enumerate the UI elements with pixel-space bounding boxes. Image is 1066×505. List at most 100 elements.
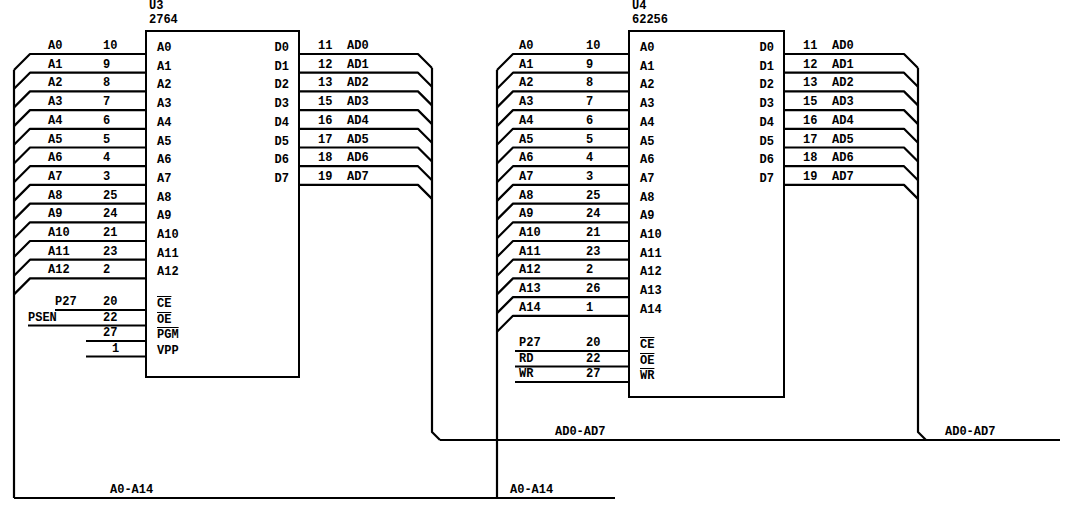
pin-name: A2 [640,78,654,92]
pin-number: 20 [586,336,600,350]
net-name: A6 [519,151,533,165]
net-name: AD6 [347,151,369,165]
pin-name: D3 [760,97,774,111]
net-name: AD2 [832,76,854,90]
pin-number: 13 [318,76,332,90]
net-name: A9 [48,207,62,221]
pin-name: A5 [157,135,171,149]
net-name: A13 [519,282,541,296]
pin-number: 4 [103,151,110,165]
wire [432,68,440,440]
pin-number: 16 [318,114,332,128]
pin-number: 11 [803,39,817,53]
net-name: A7 [519,170,533,184]
pin-number: 19 [803,170,817,184]
pin-name: D3 [275,97,289,111]
pin-number: 10 [103,39,117,53]
signal-name: RD [519,352,533,366]
net-name: A0 [519,39,533,53]
pin-name: CE [640,338,654,352]
wire [497,110,628,126]
chip-ref: U4 [632,0,646,13]
pin-name: D7 [760,172,774,186]
net-name: AD3 [347,95,369,109]
pin-name: A8 [157,191,171,205]
chip-type: 62256 [632,13,668,27]
net-name: A5 [519,133,533,147]
bus-name: A0-A14 [510,483,553,497]
wire [497,316,628,332]
wire [13,70,15,498]
pin-name: A1 [157,60,171,74]
wire [14,91,145,107]
wire [497,204,628,220]
pin-number: 1 [112,342,119,356]
pin-name: A0 [640,41,654,55]
pin-number: 2 [586,263,593,277]
pin-name: VPP [157,344,179,358]
pin-name: D5 [275,135,289,149]
wire [86,355,145,357]
wire [14,110,145,126]
pin-number: 5 [586,133,593,147]
wire [55,309,145,311]
net-name: A4 [48,114,62,128]
chip-ref: U3 [149,0,163,13]
pin-number: 21 [586,226,600,240]
wire [14,204,145,220]
pin-number: 27 [586,367,600,381]
net-name: A7 [48,170,62,184]
bus-name: AD0-AD7 [555,425,605,439]
wire [14,185,145,201]
pin-name: D1 [275,60,289,74]
signal-name: WR [519,367,533,381]
pin-name: D6 [275,153,289,167]
pin-number: 3 [103,170,110,184]
net-name: A2 [48,76,62,90]
pin-number: 17 [803,133,817,147]
wire [497,129,628,145]
net-name: A1 [48,58,62,72]
net-name: AD2 [347,76,369,90]
wire [14,129,145,145]
pin-name: A1 [640,60,654,74]
pin-number: 7 [586,95,593,109]
pin-number: 23 [103,245,117,259]
net-name: AD6 [832,151,854,165]
pin-number: 8 [586,76,593,90]
pin-number: 6 [586,114,593,128]
net-name: A11 [519,245,541,259]
pin-number: 17 [318,133,332,147]
net-name: A10 [519,226,541,240]
pin-number: 11 [318,39,332,53]
pin-number: 19 [318,170,332,184]
signal-name: PSEN [28,311,57,325]
wire [497,148,628,164]
net-name: A3 [48,95,62,109]
pin-name: D7 [275,172,289,186]
net-name: A5 [48,133,62,147]
net-name: AD0 [832,39,854,53]
bus-name: A0-A14 [110,483,153,497]
pin-number: 16 [803,114,817,128]
net-name: A10 [48,226,70,240]
pin-number: 9 [586,58,593,72]
pin-name: A12 [640,265,662,279]
pin-name: A9 [157,209,171,223]
wire [785,185,918,199]
net-name: A12 [48,263,70,277]
pin-number: 15 [803,95,817,109]
pin-number: 18 [318,151,332,165]
pin-name: A10 [640,228,662,242]
net-name: AD5 [347,133,369,147]
wire [14,54,145,70]
wire [497,91,628,107]
wire [440,439,1060,441]
net-name: A14 [519,301,541,315]
pin-number: 12 [803,58,817,72]
wire [14,278,145,294]
wire [918,68,926,440]
wire [497,54,628,70]
pin-number: 6 [103,114,110,128]
pin-number: 25 [103,189,117,203]
